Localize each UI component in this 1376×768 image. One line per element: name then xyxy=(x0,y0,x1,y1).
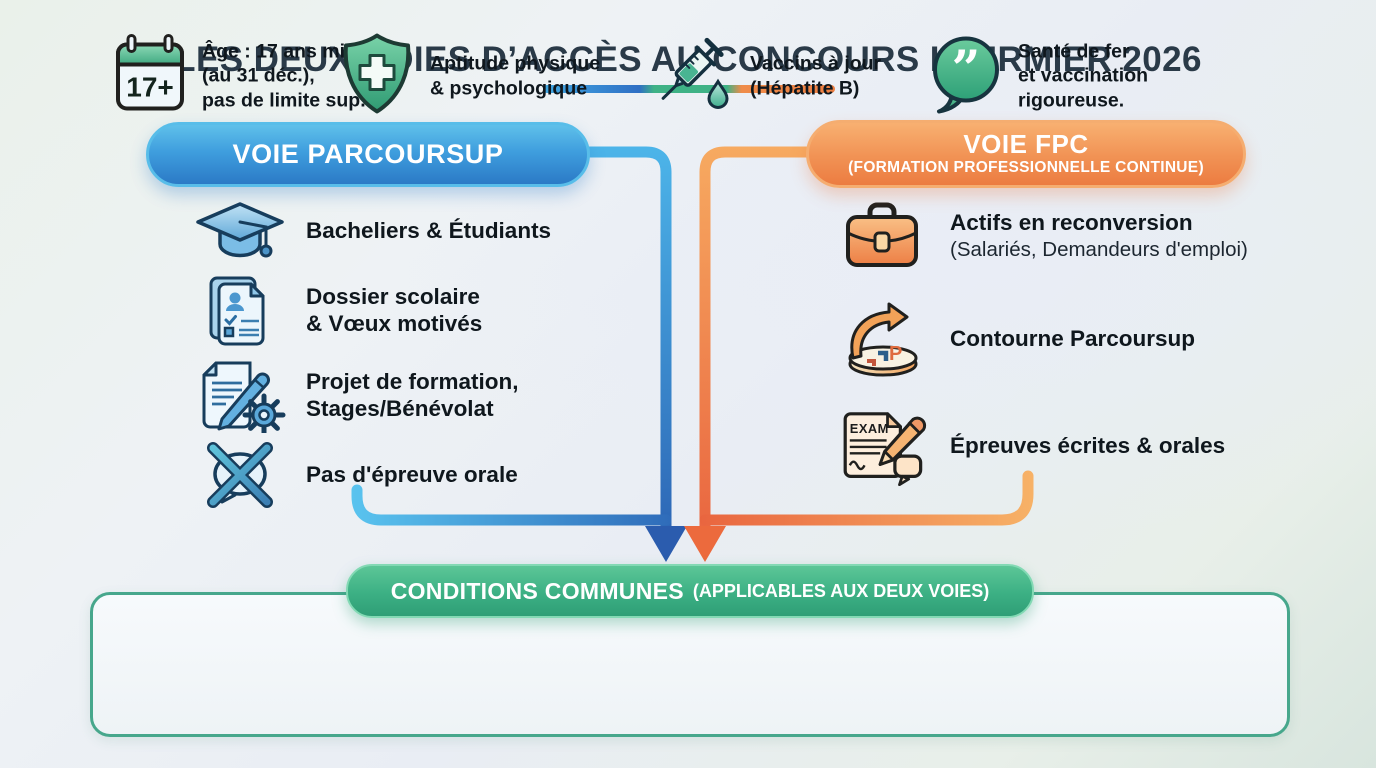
fpc-item-actifs: Actifs en reconversion (Salariés, Demand… xyxy=(836,200,1248,272)
fpc-header-label: VOIE FPC xyxy=(963,129,1089,160)
parcoursup-item-pas-oral: Pas d'épreuve orale xyxy=(190,436,518,514)
common-header-label: CONDITIONS COMMUNES xyxy=(390,577,684,604)
parcoursup-item-dossier: Dossier scolaire & Vœux motivés xyxy=(190,270,482,350)
common-item-vaccins: Vaccins à jour (Hépatite B) xyxy=(652,32,881,121)
parcoursup-item-projet: Projet de formation, Stages/Bénévolat xyxy=(190,357,519,433)
parcoursup-item-label: Pas d'épreuve orale xyxy=(306,462,518,488)
no-oral-exam-icon xyxy=(190,436,290,514)
parcoursup-item-label: Bacheliers & Étudiants xyxy=(306,218,552,244)
common-subheader-label: (APPLICABLES AUX DEUX VOIES) xyxy=(692,580,990,601)
syringe-icon xyxy=(652,32,736,121)
title-underline xyxy=(543,85,835,93)
fpc-item-title: Contourne Parcoursup xyxy=(950,326,1196,352)
graduation-cap-icon xyxy=(190,198,290,264)
fpc-item-title: Épreuves écrites & orales xyxy=(950,433,1226,459)
fpc-connector-line xyxy=(699,146,820,530)
parcoursup-item-label: Projet de formation, Stages/Bénévolat xyxy=(306,368,519,421)
fpc-item-text: Actifs en reconversion (Salariés, Demand… xyxy=(950,209,1248,262)
fpc-arrowhead-icon xyxy=(684,526,726,562)
common-item-age: 17+ Âge : 17 ans min. (au 31 déc.), pas … xyxy=(112,33,366,120)
bypass-arrow-icon: P xyxy=(836,300,928,378)
fpc-header-pill: VOIE FPC (FORMATION PROFESSIONNELLE CONT… xyxy=(806,120,1246,188)
quote-icon: ” xyxy=(928,34,1004,119)
school-file-icon xyxy=(190,270,290,350)
fpc-item-title: Actifs en reconversion xyxy=(950,210,1193,236)
shield-cross-icon xyxy=(338,32,416,121)
common-item-sante: ” Santé de fer et vaccination rigoureuse… xyxy=(928,34,1148,119)
parcoursup-item-bacheliers: Bacheliers & Étudiants xyxy=(190,198,551,264)
parcoursup-item-label: Dossier scolaire & Vœux motivés xyxy=(306,283,483,336)
common-item-label: Âge : 17 ans min. (au 31 déc.), pas de l… xyxy=(202,40,366,112)
exam-sheet-icon: EXAM xyxy=(836,403,928,489)
fpc-item-subtitle: (Salariés, Demandeurs d'emploi) xyxy=(950,237,1248,261)
common-item-label: Aptitude physique & psychologique xyxy=(430,52,601,99)
common-item-label: Vaccins à jour (Hépatite B) xyxy=(750,52,882,99)
quote-glyph: ” xyxy=(952,39,981,98)
bypass-logo-letter: P xyxy=(889,343,902,365)
briefcase-icon xyxy=(836,200,928,272)
fpc-subheader-label: (FORMATION PROFESSIONNELLE CONTINUE) xyxy=(848,158,1204,176)
fpc-merge-line xyxy=(699,470,1034,526)
exam-label: EXAM xyxy=(850,421,889,436)
parcoursup-merge-line xyxy=(351,484,672,526)
project-pen-gear-icon xyxy=(190,357,290,433)
parcoursup-connector-line xyxy=(560,146,672,530)
fpc-item-contourne: P Contourne Parcoursup xyxy=(836,300,1195,378)
common-item-label: Santé de fer et vaccination rigoureuse. xyxy=(1018,40,1149,112)
calendar-17-icon: 17+ xyxy=(112,33,188,120)
fpc-item-epreuves: EXAM Épreuves écrites & orales xyxy=(836,403,1225,489)
calendar-age-label: 17+ xyxy=(126,72,174,103)
common-header-pill: CONDITIONS COMMUNES (APPLICABLES AUX DEU… xyxy=(346,564,1034,618)
parcoursup-header-label: VOIE PARCOURSUP xyxy=(232,139,504,169)
parcoursup-header-pill: VOIE PARCOURSUP xyxy=(146,122,590,187)
parcoursup-arrowhead-icon xyxy=(645,526,687,562)
common-item-aptitude: Aptitude physique & psychologique xyxy=(338,32,600,121)
